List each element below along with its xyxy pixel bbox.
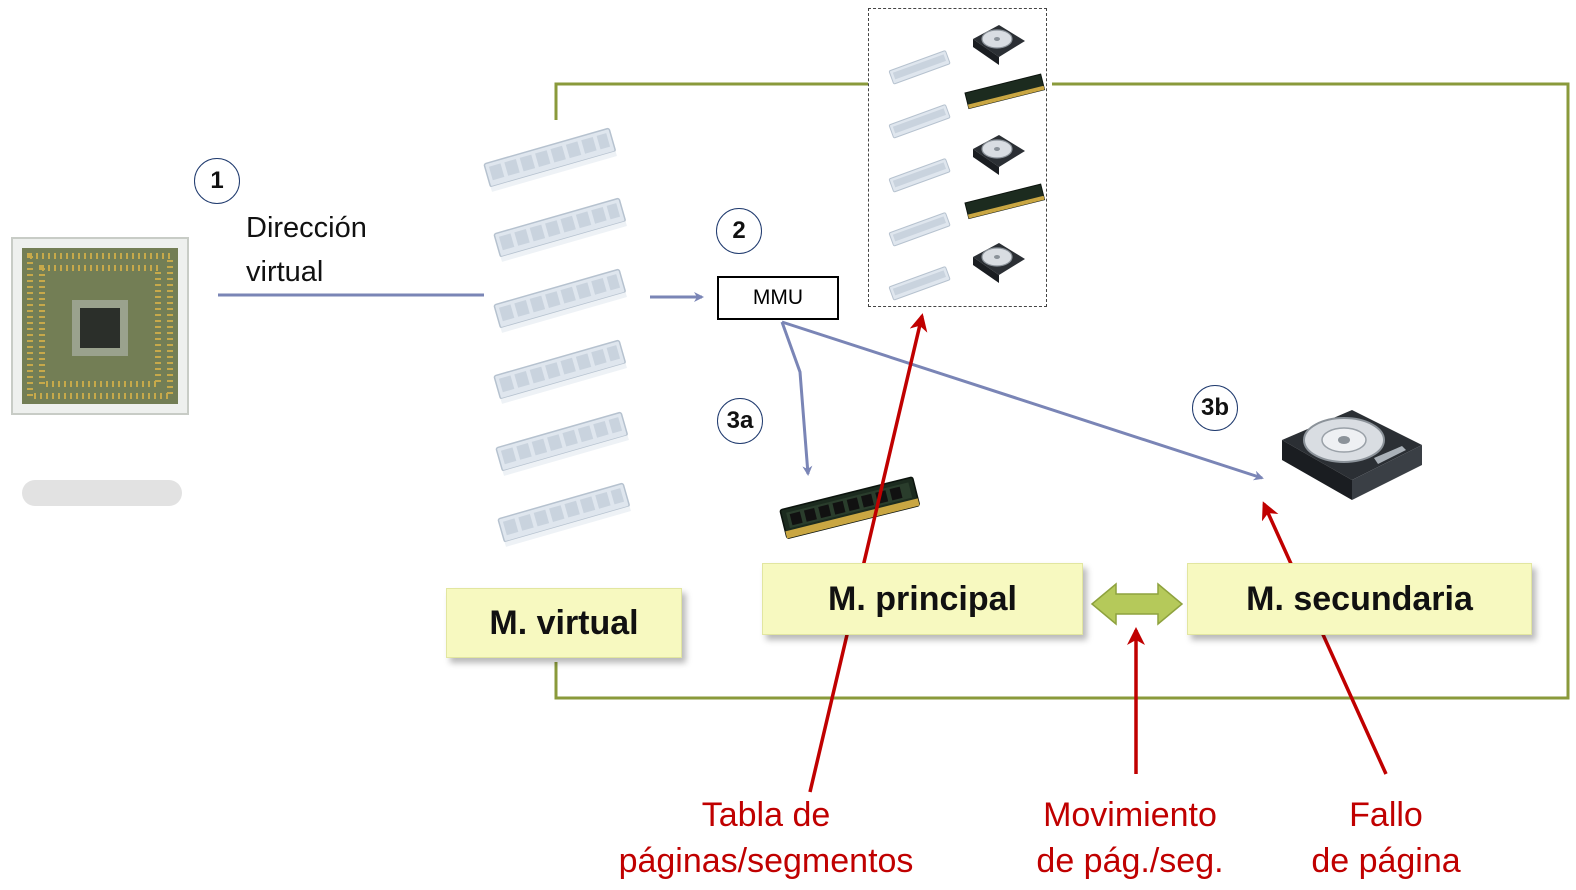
arrow-mmu-to-main xyxy=(780,321,813,476)
page-table-entries xyxy=(888,24,1046,301)
page-fault-caption-line1: Fallo xyxy=(1349,796,1423,834)
virtual-address-label: Dirección virtual xyxy=(246,206,367,294)
frame-top-left xyxy=(554,82,878,120)
hard-disk-icon xyxy=(1281,409,1423,501)
movement-caption-line2: de pág./seg. xyxy=(1036,842,1224,880)
virtual-memory-label: M. virtual xyxy=(446,588,682,658)
step-3b-badge: 3b xyxy=(1192,385,1238,431)
ram-module-icon xyxy=(888,211,951,247)
pointer-page-fault xyxy=(1261,501,1388,775)
main-memory-label: M. principal xyxy=(762,563,1083,635)
frame-right-bottom xyxy=(554,82,1570,700)
ram-module-icon xyxy=(964,183,1046,220)
ram-module-icon xyxy=(493,197,628,263)
ram-module-icon xyxy=(495,411,630,477)
ram-module-icon xyxy=(888,265,951,301)
ram-module-icon xyxy=(779,476,921,540)
page-table-caption-line1: Tabla de xyxy=(701,796,831,834)
swap-double-arrow xyxy=(1090,582,1184,626)
step-2-badge: 2 xyxy=(716,208,762,254)
hard-disk-icon xyxy=(972,24,1026,66)
cpu-icon xyxy=(11,237,189,506)
ram-module-icon xyxy=(888,103,951,139)
page-fault-caption-line2: de página xyxy=(1311,842,1461,880)
ram-module-icon xyxy=(483,127,618,193)
ram-module-icon xyxy=(888,49,951,85)
ram-module-icon xyxy=(964,73,1046,110)
arrow-mmu-to-secondary xyxy=(781,320,1264,481)
mmu-box: MMU xyxy=(717,276,839,320)
movement-caption-line1: Movimiento xyxy=(1043,796,1217,834)
ram-module-icon xyxy=(888,157,951,193)
ram-module-icon xyxy=(497,482,632,548)
pointer-page-table xyxy=(808,313,928,793)
hard-disk-icon xyxy=(972,134,1026,176)
page-table-caption-line2: páginas/segmentos xyxy=(618,842,914,880)
page-table-frame xyxy=(868,8,1047,307)
ram-module-icon xyxy=(493,268,628,334)
secondary-memory-label: M. secundaria xyxy=(1187,563,1532,635)
virtual-address-line1: Dirección xyxy=(246,212,367,244)
virtual-address-line2: virtual xyxy=(246,256,324,288)
page-fault-caption: Fallo de página xyxy=(1296,792,1476,884)
movement-caption: Movimiento de pág./seg. xyxy=(1010,792,1250,884)
virtual-memory-modules xyxy=(483,127,632,548)
hard-disk-icon xyxy=(972,242,1026,284)
step-1-badge: 1 xyxy=(194,158,240,204)
ram-module-icon xyxy=(493,339,628,405)
page-table-caption: Tabla de páginas/segmentos xyxy=(596,792,936,884)
step-3a-badge: 3a xyxy=(717,398,763,444)
